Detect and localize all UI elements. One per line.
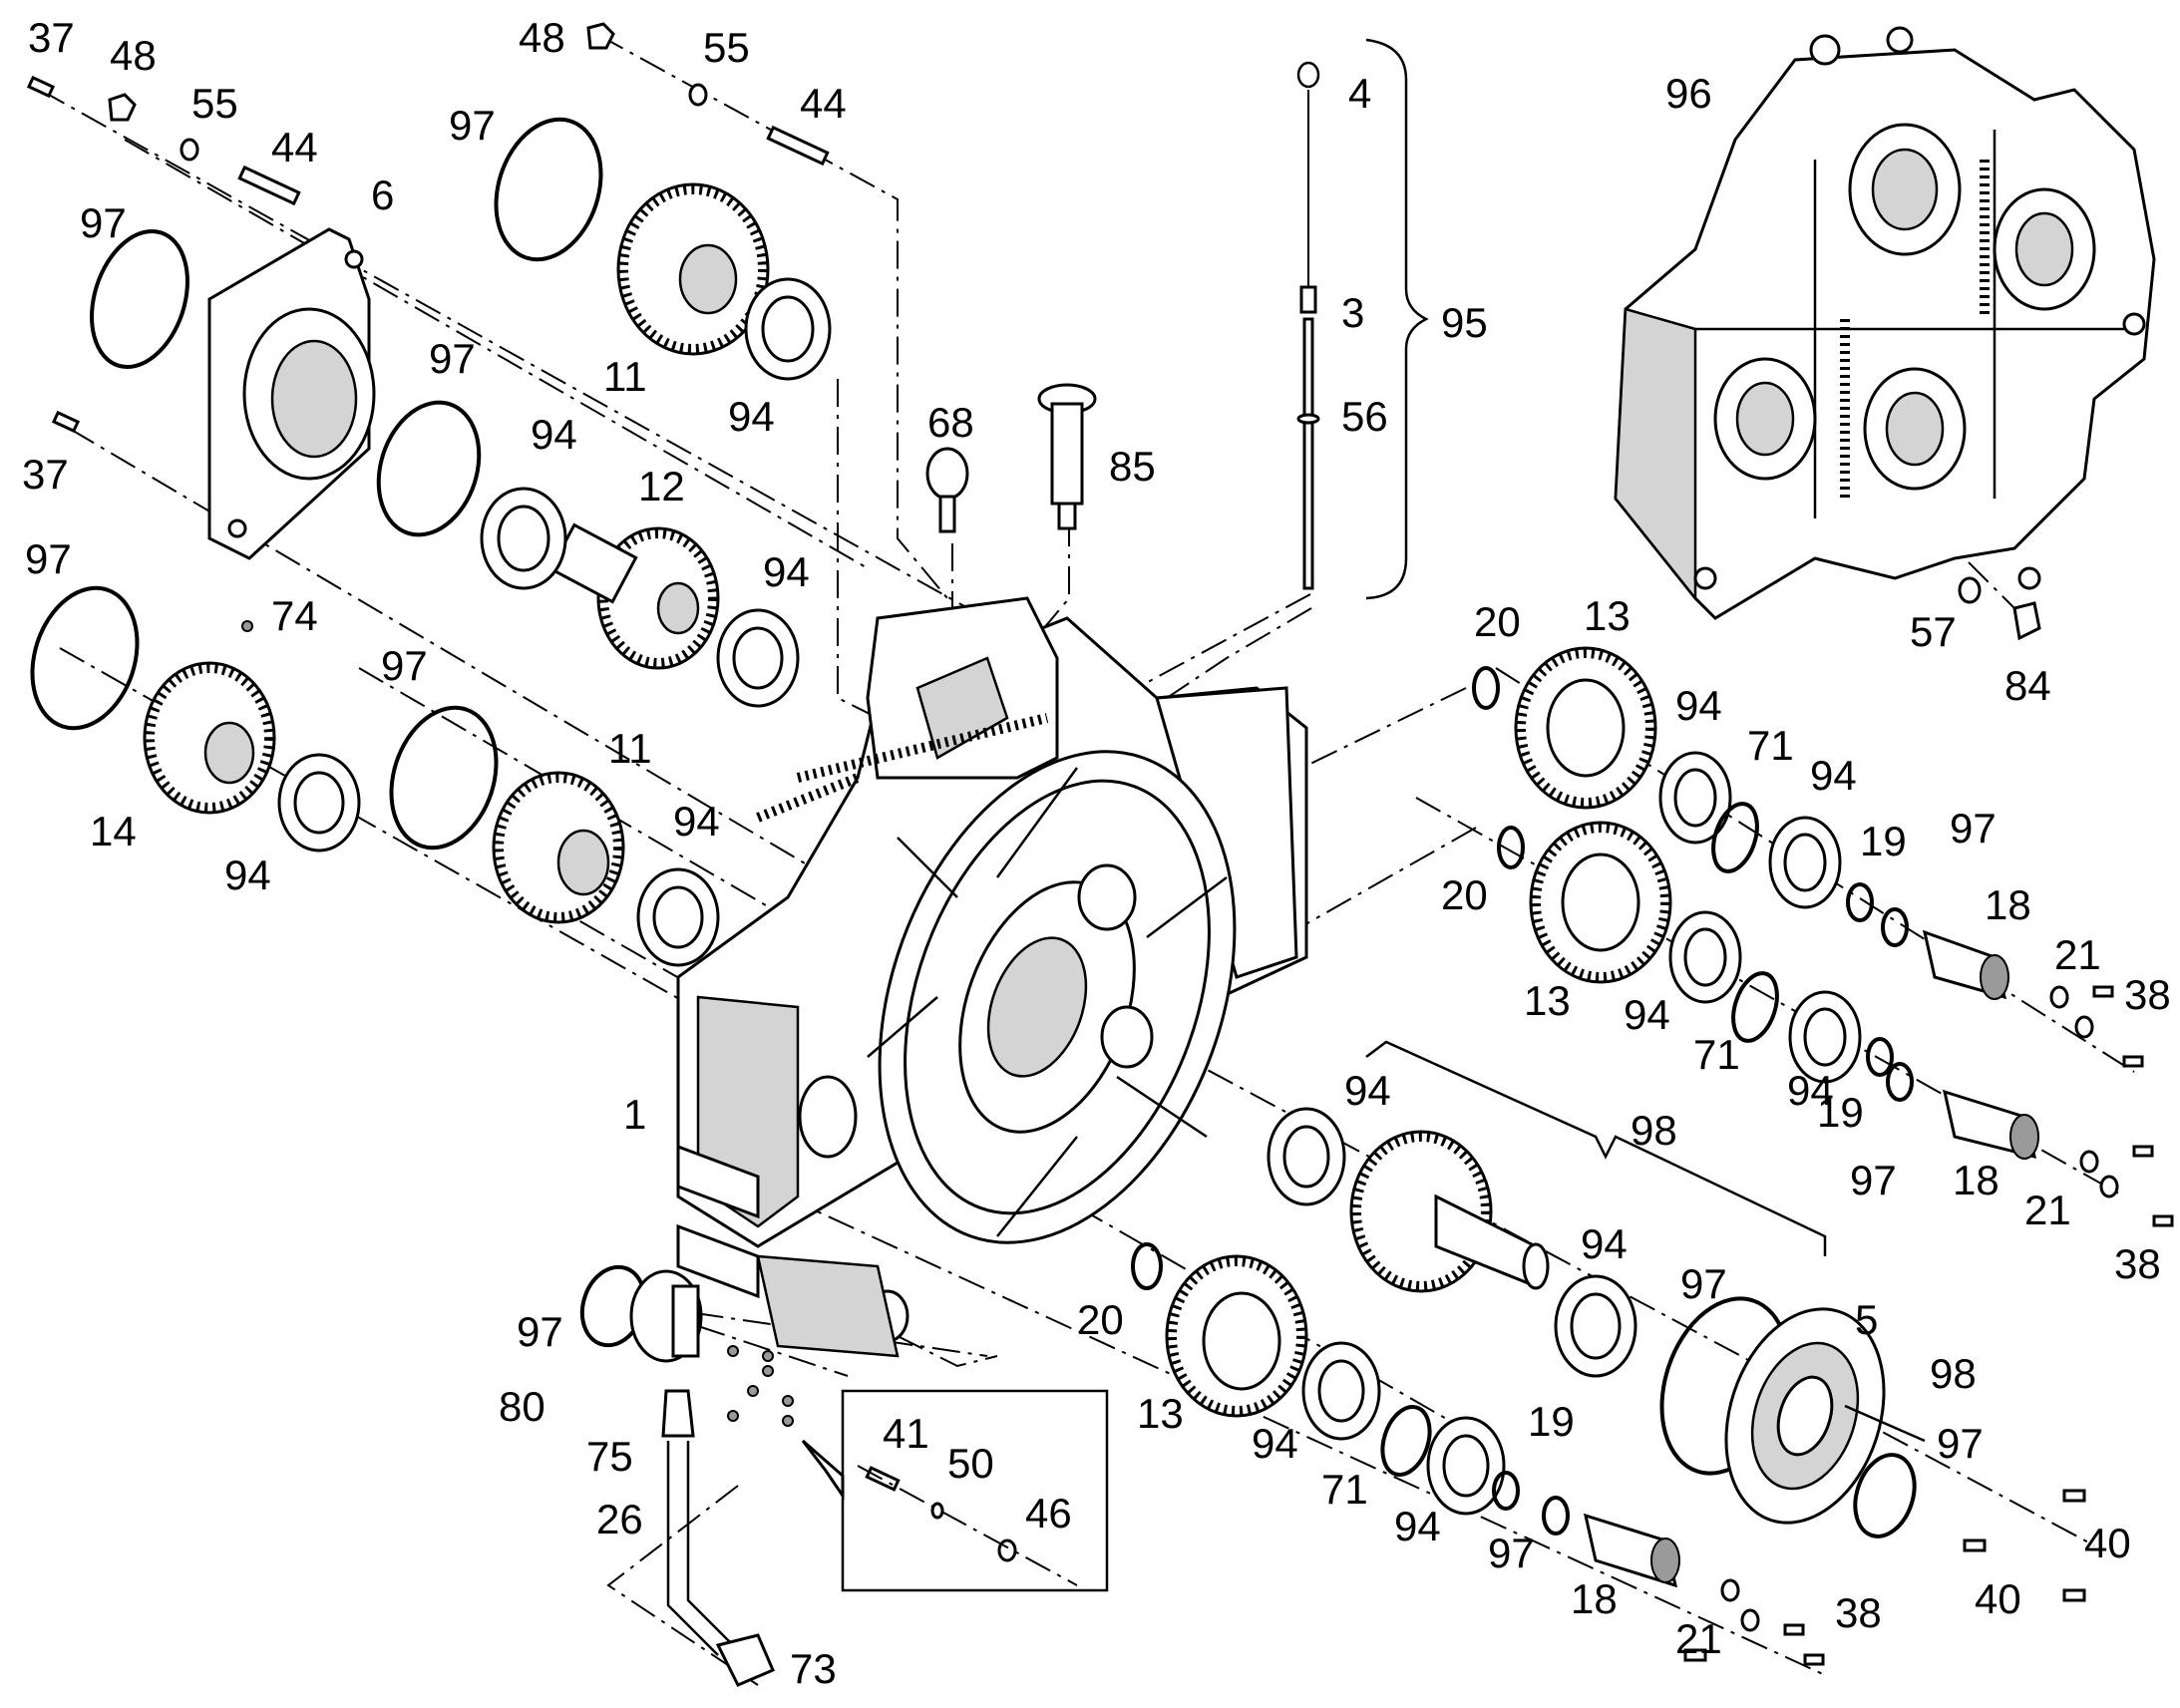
- callout-21: 21: [2054, 931, 2101, 978]
- callout-4: 4: [1348, 70, 1371, 117]
- callout-14: 14: [90, 808, 137, 854]
- callout-26: 26: [596, 1496, 643, 1542]
- callout-94: 94: [1675, 682, 1722, 729]
- callout-71: 71: [1693, 1031, 1740, 1078]
- callout-94: 94: [1581, 1220, 1628, 1267]
- callout-11: 11: [603, 353, 647, 400]
- callout-21: 21: [1675, 1615, 1722, 1662]
- callout-19: 19: [1860, 818, 1907, 864]
- callout-48: 48: [110, 32, 157, 79]
- callout-94: 94: [763, 548, 810, 595]
- callout-38: 38: [2124, 971, 2171, 1018]
- callout-5: 5: [1855, 1296, 1878, 1343]
- callout-46: 46: [1025, 1490, 1072, 1537]
- callout-1: 1: [623, 1091, 646, 1138]
- callout-94: 94: [1810, 752, 1857, 799]
- callout-18: 18: [1571, 1575, 1618, 1622]
- callout-20: 20: [1441, 871, 1488, 918]
- callout-57: 57: [1910, 608, 1957, 655]
- main-housing: [676, 596, 1308, 1358]
- callout-38: 38: [2114, 1240, 2161, 1287]
- callout-97: 97: [517, 1308, 563, 1355]
- callout-73: 73: [790, 1645, 837, 1692]
- callout-84: 84: [2004, 662, 2051, 709]
- callout-74: 74: [271, 592, 318, 639]
- callout-96: 96: [1665, 70, 1712, 117]
- callout-13: 13: [1137, 1390, 1184, 1437]
- drain-assembly: [629, 1269, 794, 1687]
- callout-71: 71: [1321, 1466, 1368, 1513]
- callout-94: 94: [224, 852, 271, 898]
- bearings: [277, 277, 1862, 1516]
- callout-97: 97: [1950, 805, 1997, 852]
- callout-38: 38: [1835, 1589, 1882, 1636]
- callout-18: 18: [1953, 1157, 1999, 1203]
- callout-80: 80: [499, 1383, 545, 1430]
- pump-assembly: [1614, 26, 2156, 641]
- callout-71: 71: [1747, 722, 1794, 769]
- callout-40: 40: [2084, 1520, 2131, 1566]
- callout-3: 3: [1341, 289, 1364, 336]
- callout-41: 41: [883, 1410, 929, 1457]
- breather-and-eyebolt: [925, 383, 1097, 533]
- circlips: [1131, 666, 1894, 1511]
- detail-inset: [801, 1389, 1109, 1592]
- callout-95: 95: [1441, 299, 1488, 346]
- callout-98: 98: [1631, 1107, 1677, 1154]
- callout-85: 85: [1109, 443, 1156, 490]
- callout-94: 94: [1344, 1067, 1391, 1114]
- gears: [143, 182, 1672, 1418]
- callout-97: 97: [80, 199, 127, 246]
- callout-44: 44: [271, 124, 318, 171]
- callout-97: 97: [25, 535, 72, 582]
- callout-6: 6: [371, 171, 394, 218]
- callout-labels: 37 48 55 44 97 6 37 97 48 55 44 11 94 97…: [22, 14, 2171, 1692]
- callout-13: 13: [1584, 592, 1631, 639]
- callout-55: 55: [703, 24, 750, 71]
- callout-21: 21: [2024, 1187, 2071, 1233]
- fasteners: [26, 22, 2174, 1666]
- dipstick: [1296, 38, 1429, 600]
- callout-68: 68: [927, 399, 974, 446]
- callout-11: 11: [608, 725, 652, 772]
- callout-98: 98: [1930, 1350, 1977, 1397]
- callout-97: 97: [1850, 1157, 1897, 1203]
- callout-48: 48: [519, 14, 565, 61]
- callout-13: 13: [1524, 977, 1571, 1024]
- callout-97: 97: [429, 335, 476, 382]
- callout-12: 12: [638, 463, 685, 510]
- callout-97: 97: [1937, 1420, 1984, 1467]
- callout-20: 20: [1077, 1296, 1124, 1343]
- callout-94: 94: [1252, 1420, 1298, 1467]
- callout-94: 94: [531, 411, 577, 458]
- callout-94: 94: [1624, 991, 1670, 1038]
- callout-94: 94: [1394, 1503, 1441, 1549]
- callout-94: 94: [673, 798, 720, 845]
- callout-20: 20: [1474, 598, 1521, 645]
- callout-37: 37: [22, 451, 69, 498]
- callout-19: 19: [1528, 1398, 1575, 1445]
- shafts: [1583, 929, 2039, 1588]
- brackets-98: [1365, 1040, 1926, 1443]
- callout-44: 44: [800, 80, 847, 127]
- callout-50: 50: [947, 1440, 994, 1487]
- cover-plate: [207, 227, 376, 560]
- callout-55: 55: [191, 80, 238, 127]
- callout-94: 94: [1787, 1067, 1834, 1114]
- callout-18: 18: [1985, 881, 2031, 928]
- o-rings: [30, 117, 1917, 1538]
- callout-97: 97: [1680, 1260, 1727, 1307]
- callout-97: 97: [1488, 1530, 1535, 1576]
- callout-94: 94: [728, 393, 775, 440]
- callout-97: 97: [449, 102, 496, 149]
- callout-19: 19: [1817, 1089, 1864, 1136]
- callout-37: 37: [28, 14, 75, 61]
- cover-five: [1724, 1307, 1886, 1525]
- callout-75: 75: [586, 1433, 633, 1480]
- callout-56: 56: [1341, 393, 1388, 440]
- callout-40: 40: [1975, 1575, 2021, 1622]
- callout-97: 97: [381, 642, 428, 689]
